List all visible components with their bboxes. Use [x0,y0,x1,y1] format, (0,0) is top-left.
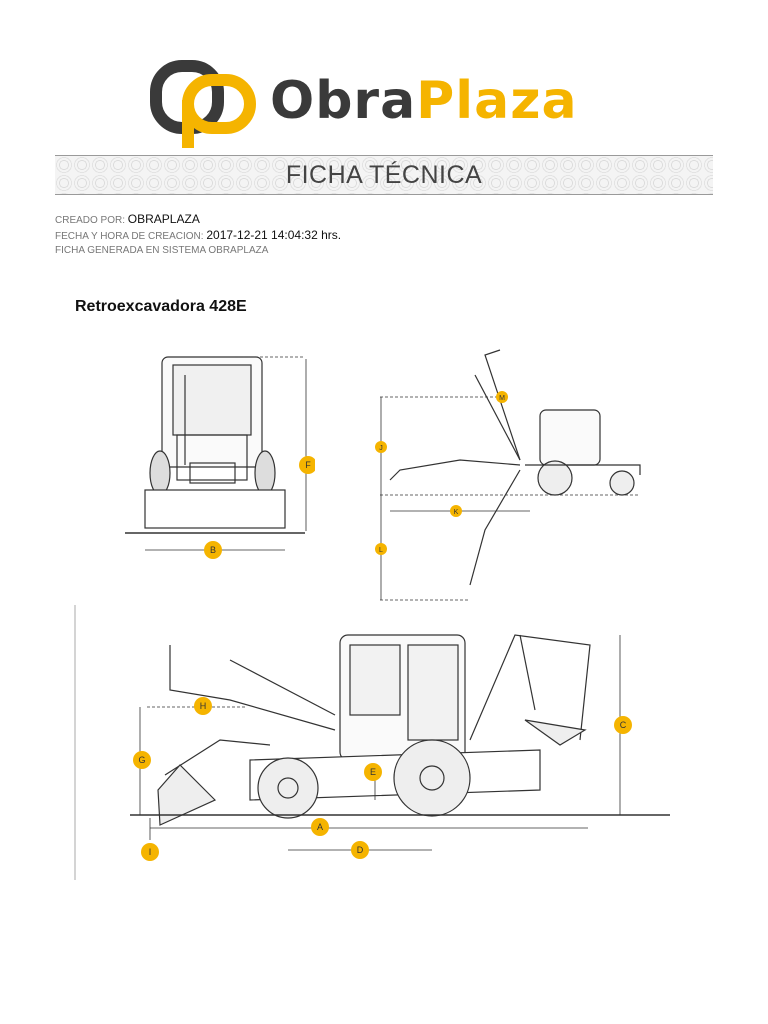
dim-k-label: K [454,509,459,516]
dim-j-marker [375,441,387,453]
page-title: FICHA TÉCNICA [285,161,483,189]
dim-m-marker [496,391,508,403]
dim-e-label: E [370,767,376,777]
dim-i-marker [141,843,159,861]
created-by-label: CREADO POR: [55,215,126,226]
dim-m-label: M [499,395,505,402]
dim-l-label: L [379,547,383,554]
meta-note: FICHA GENERADA EN SISTEMA OBRAPLAZA [55,244,341,258]
dim-c-marker [614,716,632,734]
dim-b-marker [204,541,222,559]
dim-f-label: F [305,460,311,470]
reach-diagram: J K L M [375,349,641,601]
meta-created-by: CREADO POR: OBRAPLAZA [55,212,341,228]
product-title: Retroexcavadora 428E [75,298,247,315]
dim-j-label: J [379,445,383,452]
dim-d-label: D [357,845,364,855]
dim-g-marker [133,751,151,769]
dim-i-label: I [149,847,152,857]
dim-a-marker [311,818,329,836]
dim-c-label: C [620,720,627,730]
side-elevation-diagram: A C D E G H I [74,605,670,880]
dim-g-label: G [138,755,145,765]
system-note: FICHA GENERADA EN SISTEMA OBRAPLAZA [55,245,269,256]
dim-l-marker [375,543,387,555]
document-meta: CREADO POR: OBRAPLAZA FECHA Y HORA DE CR… [55,212,341,258]
meta-datetime: FECHA Y HORA DE CREACION: 2017-12-21 14:… [55,228,341,244]
dim-a-label: A [317,822,323,832]
created-by-value: OBRAPLAZA [127,212,200,226]
logo-word-obra: Obra [270,71,417,131]
obraplaza-logo[interactable]: ObraPlaza [150,60,630,150]
logo-mark-icon [150,60,256,148]
dim-k-marker [450,505,462,517]
logo-wordmark: ObraPlaza [270,66,578,136]
dim-b-label: B [210,545,216,555]
dim-d-marker [351,841,369,859]
dim-h-label: H [200,701,207,711]
front-view-diagram: F B [125,356,315,559]
dim-h-marker [194,697,212,715]
title-banner: FICHA TÉCNICA [55,155,713,195]
datetime-value: 2017-12-21 14:04:32 hrs. [206,228,342,242]
dim-f-marker [299,456,315,474]
dim-e-marker [364,763,382,781]
logo-word-plaza: Plaza [416,71,578,131]
datetime-label: FECHA Y HORA DE CREACION: [55,231,204,242]
